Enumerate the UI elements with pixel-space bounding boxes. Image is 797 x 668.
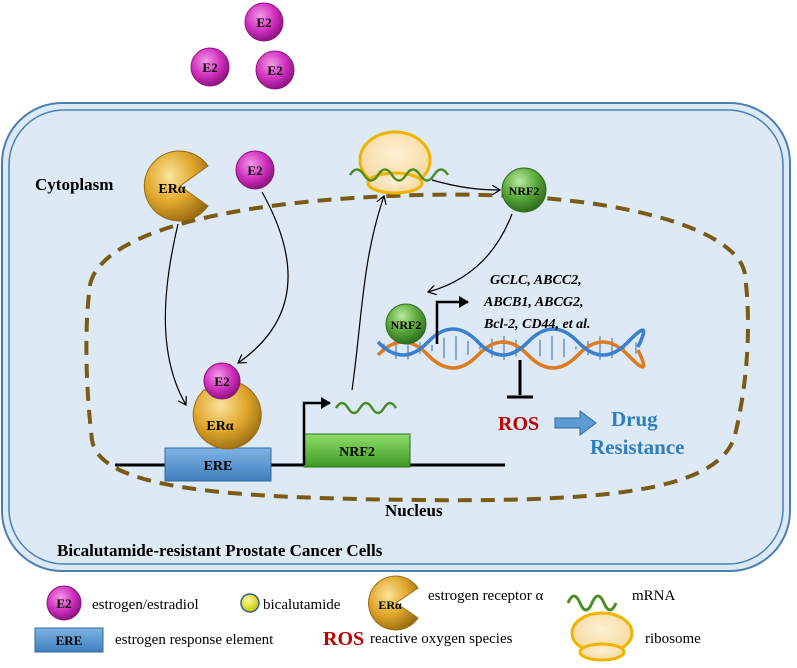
legend-bicalutamide: bicalutamide [240,593,341,613]
ribosome-translating [348,130,450,195]
nucleus-label: Nucleus [385,501,443,520]
e2-molecule-bound: E2 [203,362,241,400]
nrf2-protein-cytoplasm: NRF2 [501,167,547,213]
e2-molecule-extracellular: E2 [255,50,295,90]
e2-label: E2 [214,374,229,389]
er-alpha-label: ERα [206,419,233,434]
ros-to-resistance-arrow [554,410,597,436]
e2-molecule-cytoplasm: E2 [235,150,275,190]
legend-ros-text: reactive oxygen species [370,631,513,647]
nucleus-envelope [84,192,751,503]
drug-resistance-line2: Resistance [590,435,684,459]
nrf2-gene-label: NRF2 [339,445,375,460]
nrf2-protein-bound: NRF2 [385,303,427,345]
legend-er-alpha-text: estrogen receptor α [428,588,543,604]
arrow-ribosome-to-nrf2 [431,179,500,190]
nrf2-label: NRF2 [509,184,540,198]
e2-label: E2 [256,15,271,30]
legend-ere: ERE estrogen response element [34,627,274,653]
e2-label: E2 [267,63,282,78]
transcription-arrow-nrf2 [302,397,331,465]
arrow-e2-to-era [238,191,289,363]
legend-e2-symbol: E2 [56,596,71,611]
legend-ros-symbol: ROS [323,628,364,650]
dna-double-helix [376,327,646,370]
nrf2-gene: NRF2 [303,433,411,468]
legend-ros: ROS reactive oxygen species [323,628,513,650]
ros-label: ROS [498,413,539,435]
legend-mrna: mRNA [566,588,676,612]
e2-molecule-extracellular: E2 [190,47,230,87]
legend-mrna-text: mRNA [632,588,676,604]
legend-e2-text: estrogen/estradiol [92,597,199,613]
legend-ribosome-text: ribosome [645,631,701,647]
arrow-era-to-ere [164,223,186,405]
legend-bicalutamide-text: bicalutamide [263,597,341,613]
legend-ere-text: estrogen response element [115,632,274,648]
genes-line-3: Bcl-2, CD44, et al. [483,317,591,332]
mrna-nucleus [334,401,398,415]
transcription-arrow-targets [435,296,469,344]
drug-resistance-line1: Drug [611,407,658,431]
genes-line-1: GCLC, ABCC2, [490,273,582,288]
ere-element: ERE [164,447,272,482]
legend-e2: E2 estrogen/estradiol [46,585,199,621]
e2-molecule-extracellular: E2 [244,2,284,42]
arrow-mrna-to-ribosome [351,196,384,391]
e2-label: E2 [202,60,217,75]
er-alpha-label: ERα [158,182,185,197]
genes-line-2: ABCB1, ABCG2, [483,295,583,310]
legend-er-alpha-symbol: ERα [378,598,402,612]
legend: E2 estrogen/estradiol bicalutamide ERα e… [34,575,701,662]
nrf2-label: NRF2 [391,318,422,332]
target-gene-list: GCLC, ABCC2, ABCB1, ABCG2, Bcl-2, CD44, … [483,273,591,332]
er-alpha-cytoplasm: ERα [143,150,209,222]
e2-label: E2 [247,163,262,178]
arrow-nrf2-nuclear-entry [428,213,513,292]
legend-er-alpha: ERα estrogen receptor α [368,575,543,631]
ere-label: ERE [204,459,233,474]
cytoplasm-label: Cytoplasm [35,175,113,194]
legend-ribosome: ribosome [570,611,701,662]
er-alpha-nucleus: ERα [192,381,262,450]
cell-membrane-inner [8,109,784,565]
inhibition-symbol [507,360,533,399]
legend-ere-symbol: ERE [56,633,83,648]
cell-line-label: Bicalutamide-resistant Prostate Cancer C… [57,541,383,560]
